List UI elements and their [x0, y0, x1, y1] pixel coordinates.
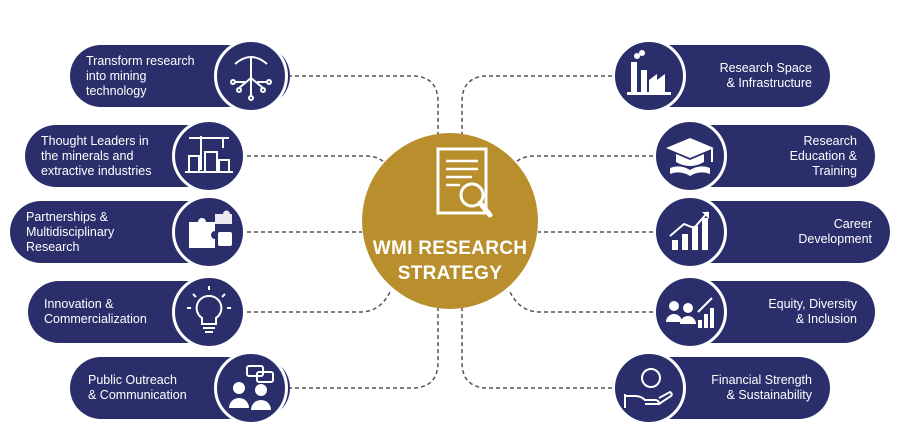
people-chart-icon [653, 275, 727, 349]
money-hand-icon [612, 351, 686, 425]
item-label: Transform research into mining technolog… [86, 53, 195, 98]
connector-right-4 [509, 291, 653, 313]
graduation-cap-book-icon [653, 119, 727, 193]
center-title: WMI RESEARCH STRATEGY [372, 238, 528, 284]
item-label: Innovation & Commercialization [44, 297, 147, 326]
connector-left-2 [247, 155, 391, 173]
lightbulb-icon [172, 275, 246, 349]
item-label: Research Space & Infrastructure [719, 61, 812, 90]
connector-right-1 [461, 75, 612, 140]
industry-crane-icon [172, 119, 246, 193]
growth-chart-icon [653, 195, 727, 269]
pickaxe-circuit-icon [214, 39, 288, 113]
item-label: Thought Leaders in the minerals and extr… [41, 133, 152, 178]
document-magnifier-icon [436, 147, 493, 218]
item-label: Research Education & Training [789, 133, 857, 178]
item-label: Equity, Diversity & Inclusion [768, 297, 857, 326]
connector-right-5 [461, 306, 612, 389]
puzzle-pieces-icon [172, 195, 246, 269]
connector-left-5 [288, 306, 439, 389]
item-label: Career Development [798, 217, 872, 246]
factory-icon [612, 39, 686, 113]
people-chat-icon [214, 351, 288, 425]
center-hub: WMI RESEARCH STRATEGY [362, 133, 538, 309]
item-label: Partnerships & Multidisciplinary Researc… [26, 209, 115, 254]
connector-left-1 [288, 75, 439, 140]
connector-right-2 [509, 155, 653, 173]
item-label: Public Outreach & Communication [88, 373, 187, 402]
connector-left-4 [247, 291, 391, 313]
item-label: Financial Strength & Sustainability [711, 373, 812, 402]
